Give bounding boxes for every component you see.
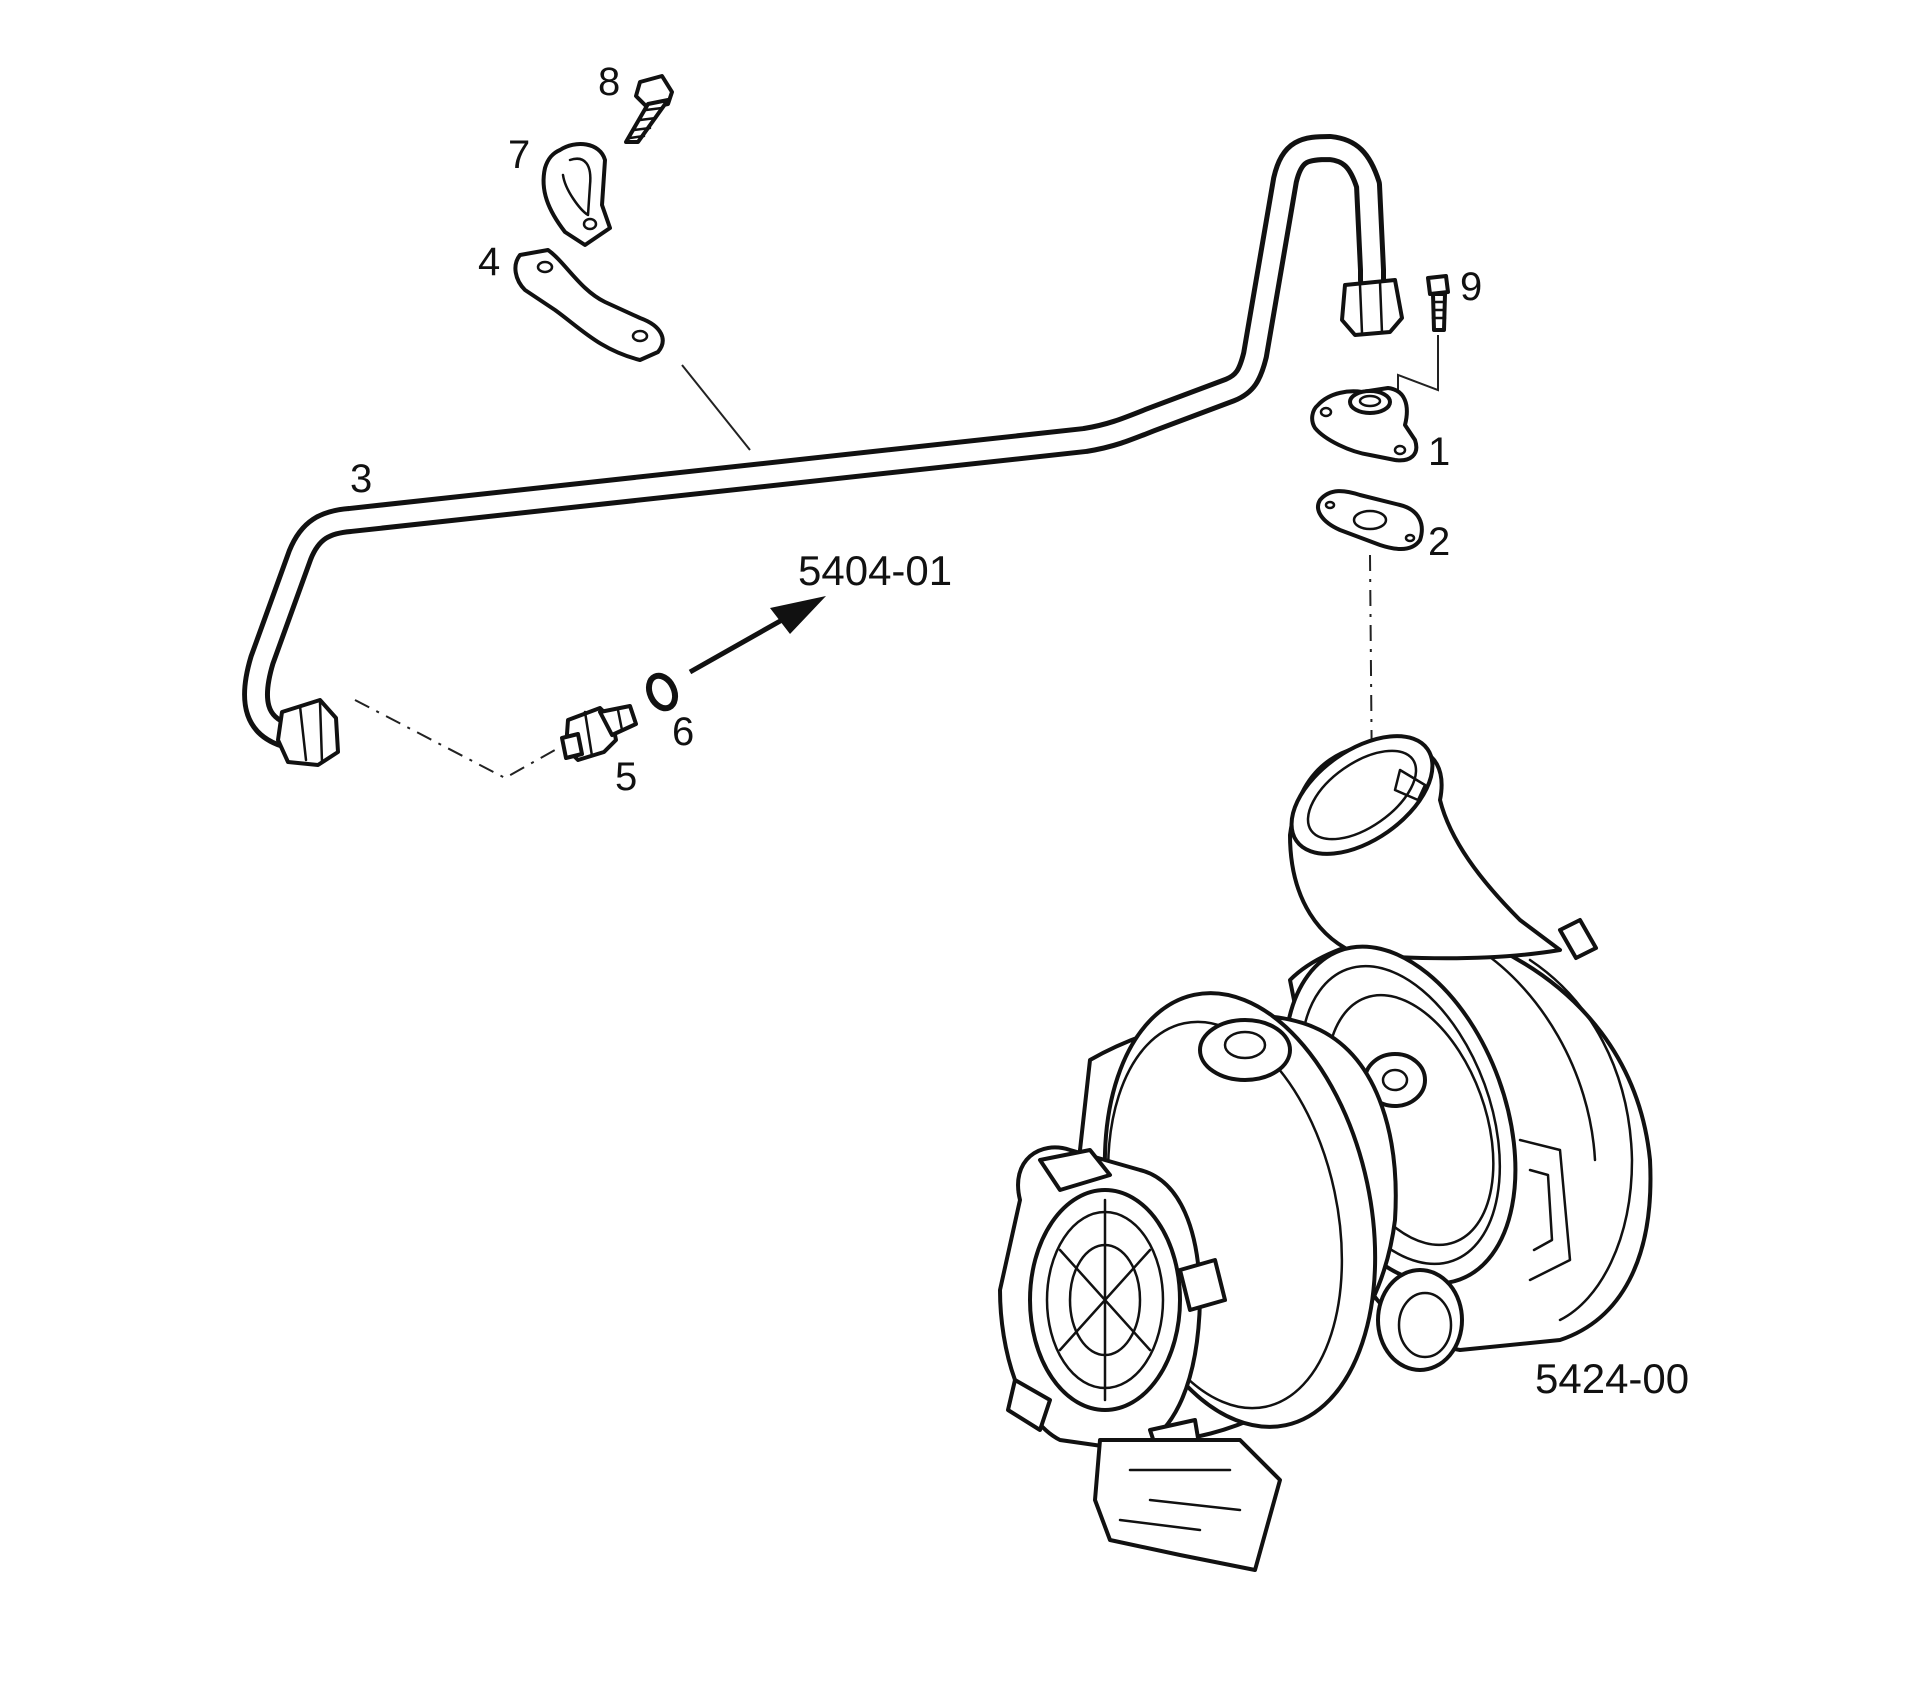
reference-label-5424-00: 5424-00	[1535, 1355, 1689, 1402]
bracket-to-pipe-leader	[681, 364, 751, 451]
gasket-2	[1316, 489, 1424, 551]
callout-5: 5	[615, 755, 637, 799]
o-ring-6	[645, 672, 679, 712]
pipe-right-fitting	[1340, 278, 1404, 337]
pipe-left-fitting	[276, 698, 340, 767]
oil-feed-pipe	[242, 134, 1404, 767]
bracket-4	[513, 248, 665, 362]
union-5	[560, 704, 638, 762]
flange-1	[1310, 386, 1419, 463]
callout-4: 4	[478, 240, 500, 284]
fitting-to-union-line	[354, 699, 556, 780]
callout-7: 7	[508, 133, 530, 177]
callout-3: 3	[350, 457, 372, 501]
bolt-9	[1426, 274, 1450, 332]
callout-1: 1	[1428, 430, 1450, 474]
callout-9: 9	[1460, 265, 1482, 309]
turbocharger	[998, 734, 1653, 1572]
reference-arrow	[688, 596, 826, 675]
bolt-8	[624, 74, 674, 144]
pipe-clamp-7	[541, 142, 612, 247]
callout-6: 6	[672, 710, 694, 754]
callout-2: 2	[1428, 520, 1450, 564]
callout-8: 8	[598, 60, 620, 104]
reference-label-5404-01: 5404-01	[798, 547, 952, 594]
